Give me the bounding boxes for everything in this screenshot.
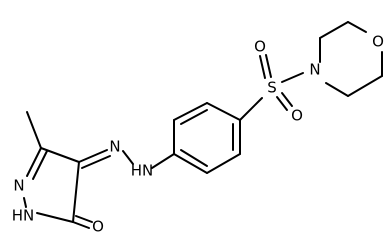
bond-bz-3 — [206, 102, 241, 121]
bond-c4-n-azo-double — [81, 155, 111, 169]
bond-c4-c3 — [40, 147, 80, 163]
bond-benzene-s — [239, 97, 263, 121]
bond-n1-c5 — [36, 212, 74, 223]
bond-bz-inner-1 — [180, 109, 208, 125]
atom-o-s-bottom: O — [291, 107, 303, 125]
bond-c5-c4 — [72, 161, 80, 223]
bond-c3-n2-double — [32, 150, 48, 180]
bond-nh-benzene — [151, 153, 175, 169]
bond-s-o-top-double — [265, 54, 272, 78]
atom-nh-azo: HN — [131, 162, 154, 180]
atom-n-morpholine: N — [309, 61, 320, 79]
bond-s-n — [281, 72, 304, 83]
bond-c5-o-double — [75, 215, 93, 223]
bond-morph-3 — [347, 21, 367, 33]
atom-n-azo: N — [109, 138, 120, 156]
bond-s-o-bottom-double — [281, 92, 293, 107]
atom-labels: N HN O N HN S O O N O — [12, 33, 384, 236]
atom-n-ring: N — [13, 177, 24, 195]
bond-morph-5 — [347, 75, 383, 97]
atom-o-carbonyl: O — [92, 218, 104, 236]
bond-n2-n1 — [23, 197, 27, 208]
bond-s-o-bottom — [276, 96, 288, 111]
bond-bz-5 — [206, 153, 241, 174]
bond-morph-2 — [319, 21, 349, 39]
bond-n-nh — [122, 150, 134, 165]
bond-bz-2 — [173, 102, 208, 121]
bond-s-o-top — [259, 55, 266, 79]
bond-c3-n2 — [26, 147, 42, 177]
bond-c5-o — [72, 221, 90, 229]
bond-c4-n-azo — [78, 149, 108, 163]
atom-o-s-top: O — [254, 38, 266, 56]
bond-morph-6 — [325, 82, 349, 97]
bonds — [23, 21, 383, 229]
atom-o-morpholine: O — [372, 33, 384, 51]
atom-s: S — [267, 79, 277, 97]
bond-bz-6 — [173, 153, 208, 174]
bond-bz-inner-3 — [180, 149, 208, 167]
atom-nh-ring: HN — [12, 207, 35, 225]
bond-methyl — [26, 111, 42, 149]
